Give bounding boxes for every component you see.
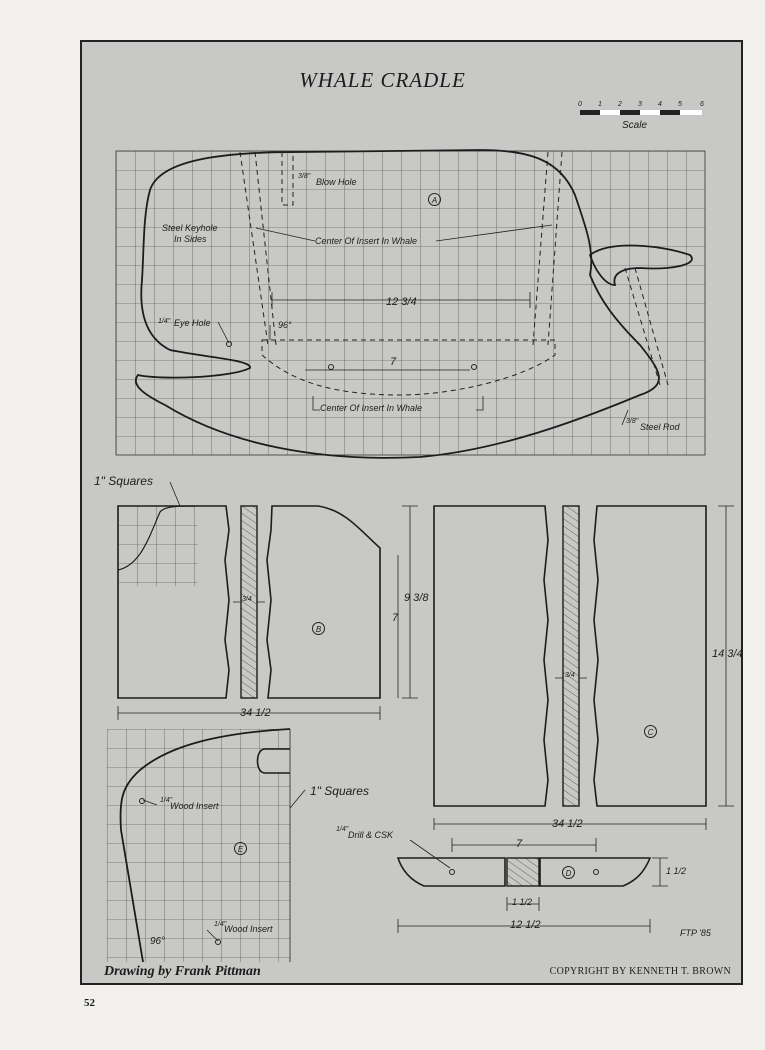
in-sides-label: In Sides [174,234,207,244]
b-thickness-dimension: 3/4 [242,596,252,603]
angle-e-label: 96° [150,936,166,947]
steel-rod-size: 3/8" [626,418,639,425]
scale-tick: 3 [638,101,642,108]
scale-tick: 2 [618,101,622,108]
scale-label: Scale [622,120,648,131]
whale-hidden-lines [239,151,669,396]
eye-hole-marker [226,341,232,347]
part-b-outline [117,505,230,699]
part-d-block [506,857,540,887]
part-b-curve [117,505,196,571]
scale-bar [580,110,702,115]
part-c-panel-1 [433,505,549,807]
part-d-outline [396,857,652,887]
squares-label: 1" Squares [310,784,369,798]
d-block-dimension: 1 1/2 [512,897,533,907]
b-short-dimension: 7 [392,612,399,624]
wood-insert-label: Wood Insert [224,924,273,934]
scale-tick: 0 [578,101,582,108]
c-thickness-dimension: 3/4 [565,672,575,679]
copyright-notice: COPYRIGHT BY KENNETH T. BROWN [549,966,731,977]
drill-size: 1/4" [336,826,349,833]
drill-hole-marker [449,869,455,875]
scale-tick: 1 [598,101,602,108]
c-length-dimension: 34 1/2 [552,818,583,830]
whale-grid [115,150,706,456]
d-span-dimension: 7 [516,838,523,850]
part-b-side-outline [266,505,381,699]
drill-hole-marker [593,869,599,875]
drill-label: Drill & CSK [348,830,394,840]
part-a-marker: A [428,193,441,206]
drawing-title: WHALE CRADLE [299,68,466,92]
blow-hole-label: Blow Hole [316,177,357,187]
part-b-marker: B [312,622,325,635]
scale-tick: 6 [700,101,704,108]
whale-outline [135,149,660,459]
part-b-dimension-lines [117,505,418,720]
d-height-dimension: 1 1/2 [666,866,687,876]
whale-tail [588,244,693,286]
b-tall-dimension: 9 3/8 [404,592,429,604]
part-c-dimension-lines [433,505,734,830]
wood-insert-marker [215,939,221,945]
page-number: 52 [84,997,95,1009]
wood-insert-size: 1/4" [160,797,173,804]
part-e-outline [119,728,291,963]
drawing-credit: Drawing by Frank Pittman [104,964,261,979]
scale-tick: 4 [658,101,662,108]
part-c-section [562,505,580,807]
whale-annotation-lines [217,224,629,426]
blow-hole-size: 3/8" [298,173,311,180]
part-c-panel-2 [593,505,707,807]
insert-center-marker [471,364,477,370]
artist-signature: FTP '85 [680,928,711,938]
center-insert-label: Center Of Insert In Whale [315,236,418,246]
steel-keyhole-label: Steel Keyhole [162,223,218,233]
squares-label: 1" Squares [94,474,153,488]
part-d-dimension-lines [397,838,668,933]
scale-tick: 5 [678,101,682,108]
angle-a-label: 96° [278,320,292,330]
eye-hole-size: 1/4" [158,318,171,325]
part-e-annotation-lines [142,481,306,962]
part-c-marker: C [644,725,657,738]
b-length-dimension: 34 1/2 [240,707,271,719]
squares-grid [118,506,198,586]
wood-insert-marker [139,798,145,804]
part-e-marker: E [234,842,247,855]
part-d-marker: D [562,866,575,879]
a-inner-dimension: 7 [390,356,397,368]
steel-rod-label: Steel Rod [640,422,680,432]
part-e-slot [256,748,290,774]
center-insert-label: Center Of Insert In Whale [320,403,423,413]
wood-insert-size: 1/4" [214,921,227,928]
insert-center-marker [328,364,334,370]
a-width-dimension: 12 3/4 [386,296,417,308]
wood-insert-label: Wood Insert [170,801,219,811]
eye-hole-label: Eye Hole [174,318,211,328]
c-height-dimension: 14 3/4 [712,648,743,660]
d-length-dimension: 12 1/2 [510,919,541,931]
